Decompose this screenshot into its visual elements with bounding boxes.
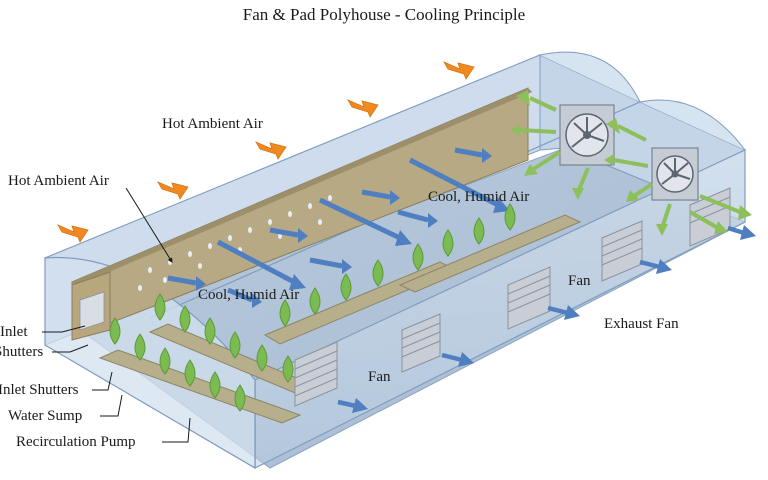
label-fan-center: Fan [368, 369, 391, 385]
louvre-vent-icon [507, 266, 551, 330]
blue-cool-air-arrow [408, 157, 500, 208]
plant-icon [204, 317, 216, 345]
plant-icon [340, 273, 352, 301]
plant-icon [309, 287, 321, 315]
inlet-equipment [71, 271, 111, 341]
louvre-vent-icon [294, 341, 338, 407]
plant-icon [154, 293, 166, 321]
plant-icon [209, 371, 221, 399]
blue-cool-air-arrow [227, 287, 253, 303]
plant-icon [282, 355, 294, 383]
louvre-vent-icon [401, 313, 441, 373]
label-recirculation-pump: Recirculation Pump [16, 434, 136, 450]
plant-icon [279, 299, 291, 327]
plant-icon [179, 305, 191, 333]
plant-icon [184, 359, 196, 387]
label-cool-humid-air-left: Cool, Humid Air [198, 287, 300, 303]
blue-cool-air-arrow [397, 209, 429, 223]
plant-beds [98, 214, 582, 424]
hot-air-arrows [57, 61, 475, 243]
label-hot-ambient-air-top: Hot Ambient Air [162, 116, 263, 132]
exhaust-blue-arrows [337, 225, 745, 409]
leader-lines [42, 187, 191, 443]
blue-cool-air-arrow [361, 189, 391, 200]
exhaust-fan-icon [651, 147, 699, 201]
blue-cool-air-arrow [216, 239, 296, 285]
blue-cool-air-arrow [167, 275, 197, 286]
label-shutters: Shutters [0, 344, 44, 360]
label-inlet-shutters: Inlet Shutters [0, 382, 79, 398]
plant-icon [159, 347, 171, 375]
plant-icon [234, 384, 246, 412]
blue-cool-air-arrow [309, 257, 343, 269]
plants [109, 203, 516, 412]
orange-hot-air-arrow [157, 181, 189, 200]
plant-icon [442, 229, 454, 257]
exhaust-fans [559, 104, 699, 201]
exhaust-blue-arrowheads [352, 225, 756, 413]
label-cool-humid-air-center: Cool, Humid Air [428, 189, 530, 205]
orange-hot-air-arrow [255, 141, 287, 160]
cool-air-arrowheads [196, 148, 510, 308]
blue-cool-air-arrow [454, 147, 483, 158]
plant-icon [134, 333, 146, 361]
louvre-vents [294, 187, 731, 407]
label-hot-ambient-air-left: Hot Ambient Air [8, 173, 109, 189]
cool-air-arrows [167, 147, 500, 303]
plant-icon [473, 217, 485, 245]
louvre-vent-icon [601, 220, 643, 282]
blue-cool-air-arrow [269, 227, 299, 238]
orange-hot-air-arrow [347, 99, 379, 118]
plant-icon [372, 259, 384, 287]
plant-icon [256, 344, 268, 372]
label-exhaust-fan: Exhaust Fan [604, 316, 679, 332]
plant-icon [504, 203, 516, 231]
blue-cool-air-arrow [318, 197, 402, 241]
label-fan-right: Fan [568, 273, 591, 289]
label-water-sump: Water Sump [8, 408, 83, 424]
plant-icon [109, 317, 121, 345]
diagram-title: Fan & Pad Polyhouse - Cooling Principle [242, 5, 526, 24]
exhaust-fan-icon [559, 104, 615, 166]
orange-hot-air-arrow [443, 61, 475, 80]
plant-icon [229, 331, 241, 359]
label-inlet: Inlet [0, 324, 28, 340]
orange-hot-air-arrow [57, 224, 89, 243]
plant-icon [412, 243, 424, 271]
green-exhaust-arrowheads [510, 90, 752, 236]
